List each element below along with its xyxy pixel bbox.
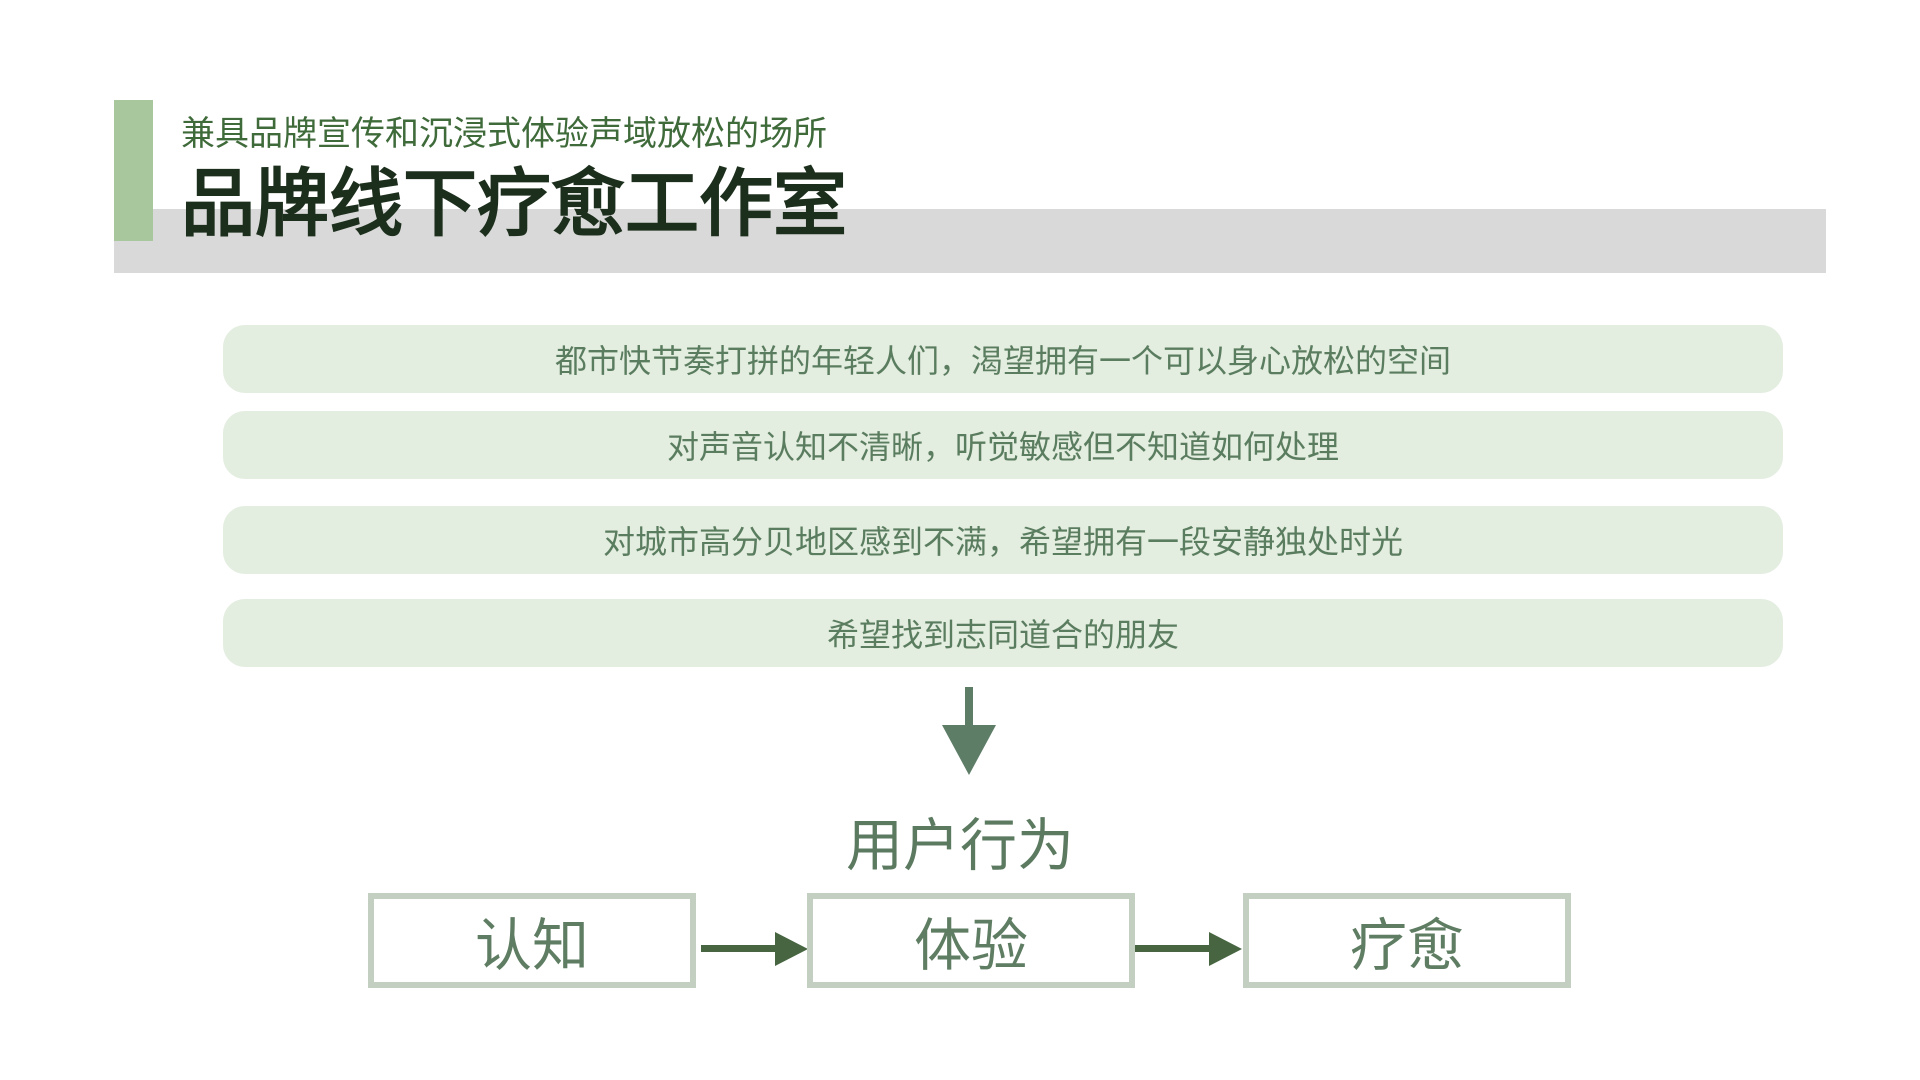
step-box-awareness: 认知 (368, 893, 696, 988)
need-item: 都市快节奏打拼的年轻人们，渴望拥有一个可以身心放松的空间 (223, 325, 1783, 393)
step-box-healing: 疗愈 (1243, 893, 1571, 988)
title-band (114, 209, 1826, 273)
arrow-right-icon (1135, 932, 1242, 966)
step-box-experience: 体验 (807, 893, 1135, 988)
need-item: 对城市高分贝地区感到不满，希望拥有一段安静独处时光 (223, 506, 1783, 574)
subtitle: 兼具品牌宣传和沉浸式体验声域放松的场所 (181, 114, 827, 154)
arrow-right-icon (701, 932, 808, 966)
arrow-down-icon (942, 687, 996, 775)
need-item: 希望找到志同道合的朋友 (223, 599, 1783, 667)
accent-bar (114, 100, 153, 241)
need-item: 对声音认知不清晰，听觉敏感但不知道如何处理 (223, 411, 1783, 479)
page-title: 品牌线下疗愈工作室 (181, 161, 847, 247)
behavior-title: 用户行为 (846, 813, 1074, 879)
